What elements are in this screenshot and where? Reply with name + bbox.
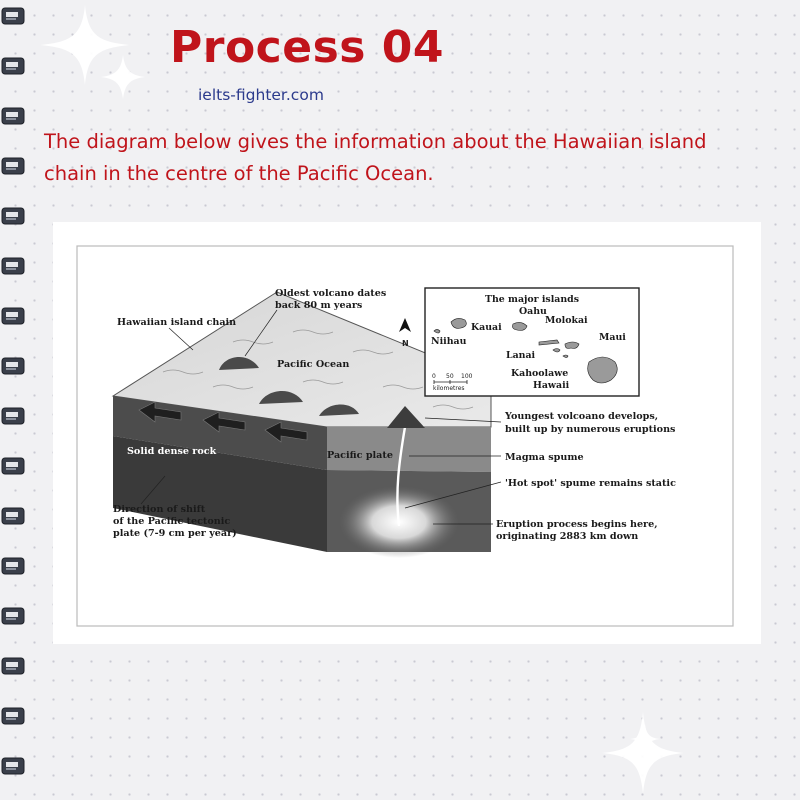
binding-ring — [1, 607, 25, 625]
label-youngest: built up by numerous eruptions — [505, 424, 675, 435]
youngest-volcano — [387, 406, 425, 428]
svg-text:100: 100 — [461, 373, 473, 380]
label-oldest: back 80 m years — [275, 300, 362, 311]
volcano-oldest — [219, 356, 259, 370]
binding-ring — [1, 657, 25, 675]
island-label: Maui — [599, 332, 626, 343]
label-shift: Direction of shift — [113, 504, 206, 515]
label-oldest: Oldest volcano dates — [275, 288, 386, 299]
diagram-panel: Hawaiian island chain Oldest volcano dat… — [53, 222, 761, 644]
plate-side — [327, 427, 491, 472]
label-pacific-plate: Pacific plate — [327, 450, 393, 461]
svg-text:kilometres: kilometres — [433, 385, 465, 392]
leader-lines — [140, 309, 502, 525]
binding-ring — [1, 507, 25, 525]
binding-ring — [1, 107, 25, 125]
island-label: Lanai — [506, 350, 536, 361]
island-label: Molokai — [545, 315, 588, 326]
binding-ring — [1, 57, 25, 75]
binding-ring — [1, 307, 25, 325]
label-youngest: Youngest volcoano develops, — [504, 411, 658, 422]
task-description: The diagram below gives the information … — [44, 130, 707, 185]
binding-ring — [1, 407, 25, 425]
island-maui — [564, 341, 580, 349]
page-title: Process 04 — [170, 22, 445, 73]
label-eruption: originating 2883 km down — [496, 531, 638, 542]
svg-text:0: 0 — [432, 373, 436, 380]
scale-bar: 0 50 100 kilometres — [432, 373, 473, 392]
island-label: Oahu — [519, 306, 547, 317]
site-url: ielts-fighter.com — [198, 86, 324, 104]
island-kahoolawe — [562, 354, 569, 358]
sparkle-icon — [101, 55, 145, 99]
island-hawaii — [587, 356, 618, 384]
label-island-chain: Hawaiian island chain — [117, 317, 236, 328]
label-shift: plate (7-9 cm per year) — [113, 528, 237, 539]
island-label: Kahoolawe — [511, 368, 568, 379]
binding-ring — [1, 7, 25, 25]
binding-ring — [1, 257, 25, 275]
binding-ring — [1, 207, 25, 225]
volcano — [259, 390, 303, 404]
inset-title: The major islands — [485, 294, 579, 305]
sparkle-icon — [602, 712, 684, 794]
svg-text:N: N — [402, 339, 409, 348]
label-eruption: Eruption process begins here, — [496, 519, 658, 530]
binding-ring — [1, 557, 25, 575]
island-oahu — [512, 322, 528, 331]
label-solid-rock: Solid dense rock — [127, 446, 217, 457]
spiral-binding — [1, 7, 25, 775]
binding-ring — [1, 157, 25, 175]
binding-ring — [1, 707, 25, 725]
islands-inset-map: The major islands Kauai Oahu Molokai Nii… — [424, 287, 640, 397]
magma-spume — [396, 426, 407, 527]
binding-ring — [1, 357, 25, 375]
island-molokai — [538, 339, 560, 346]
north-arrow-icon: N — [399, 318, 411, 348]
island-niihau — [433, 329, 441, 334]
rock-front — [113, 436, 327, 552]
sparkle-icon — [630, 724, 660, 754]
island-lanai — [552, 348, 561, 353]
island-kauai — [450, 318, 467, 329]
island-label: Niihau — [431, 336, 467, 347]
hawaii-diagram: Hawaiian island chain Oldest volcano dat… — [76, 245, 734, 627]
island-label: Hawaii — [533, 380, 570, 391]
shift-arrows — [138, 401, 308, 443]
sparkle-icon — [40, 5, 130, 85]
volcano — [319, 404, 359, 416]
label-shift: of the Pacific tectonic — [113, 516, 230, 527]
label-pacific-ocean: Pacific Ocean — [277, 359, 349, 370]
label-magma: Magma spume — [505, 452, 584, 463]
svg-text:50: 50 — [446, 373, 454, 380]
ocean-surface — [111, 291, 492, 428]
binding-ring — [1, 457, 25, 475]
label-hotspot: 'Hot spot' spume remains static — [505, 478, 676, 489]
island-label: Kauai — [471, 322, 502, 333]
binding-ring — [1, 757, 25, 775]
